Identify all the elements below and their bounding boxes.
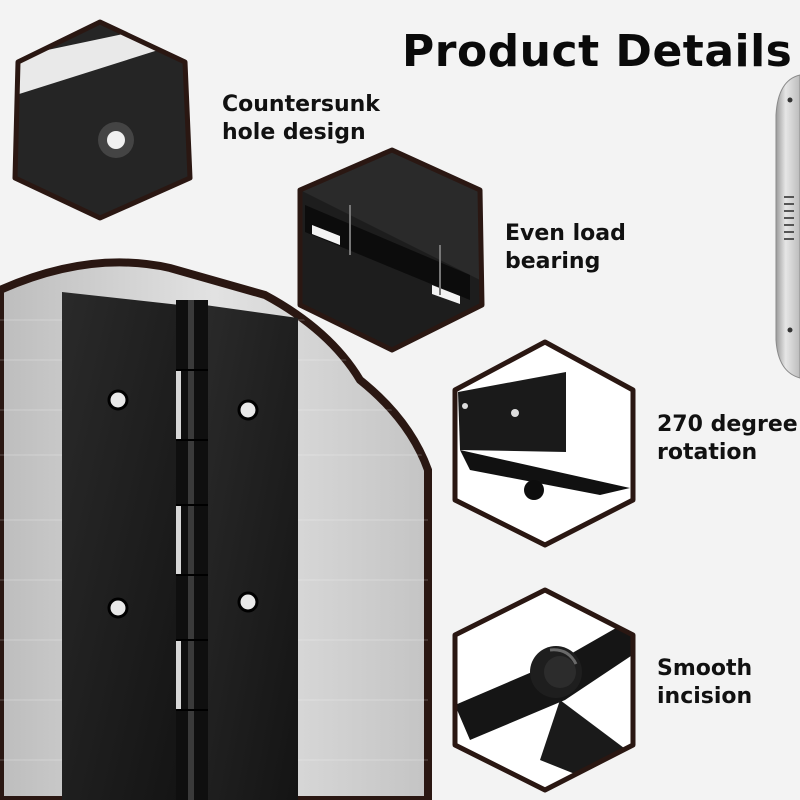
feature-countersunk: Countersunk hole design bbox=[222, 91, 380, 147]
feature-line: Countersunk bbox=[222, 92, 380, 117]
feature-load-bearing: Even load bearing bbox=[505, 220, 626, 276]
feature-incision: Smooth incision bbox=[657, 655, 752, 711]
feature-line: hole design bbox=[222, 120, 366, 145]
feature-rotation: 270 degree rotation bbox=[657, 411, 798, 467]
hex-rotation bbox=[452, 339, 636, 548]
feature-line: bearing bbox=[505, 249, 601, 274]
page-title: Product Details bbox=[402, 26, 793, 77]
hex-smooth-incision bbox=[452, 587, 636, 793]
hex-load-bearing bbox=[297, 147, 485, 353]
main-hinge-image bbox=[0, 258, 432, 800]
feature-line: 270 degree bbox=[657, 412, 798, 437]
feature-line: Even load bbox=[505, 221, 626, 246]
feature-line: rotation bbox=[657, 440, 758, 465]
feature-line: incision bbox=[657, 684, 753, 709]
side-metal-panel bbox=[775, 74, 800, 379]
hex-countersunk bbox=[12, 19, 193, 221]
feature-line: Smooth bbox=[657, 656, 753, 681]
